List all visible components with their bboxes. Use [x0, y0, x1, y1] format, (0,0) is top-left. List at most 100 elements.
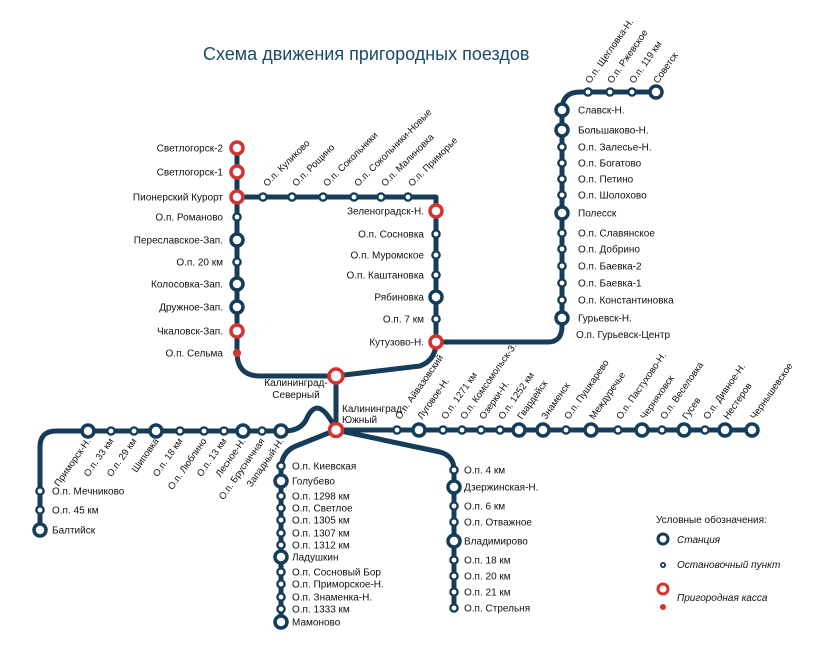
station-label-о-п-знаменка-н: О.п. Знаменка-Н.	[292, 593, 372, 604]
station-marker-о-п-муромское	[431, 250, 441, 260]
station-marker-о-п-добрино	[557, 244, 567, 254]
station-marker-о-п-29-км	[129, 426, 139, 436]
station-label-славск-н: Славск-Н.	[578, 106, 625, 117]
station-marker-полесск	[554, 205, 570, 221]
station-marker-о-п-залесье-н	[557, 142, 567, 152]
station-label-о-п-муромское: О.п. Муромское	[351, 251, 425, 262]
station-label-голубево: Голубево	[292, 476, 335, 488]
station-marker-о-п-баевка-1	[557, 278, 567, 288]
station-label-гурьевск-н: Гурьевск-Н.	[578, 314, 632, 325]
station-label-пионерский-курорт: Пионерский Курорт	[133, 193, 223, 204]
station-marker-о-п-пушкарево	[561, 425, 571, 435]
station-label-о-п-1307-км: О.п. 1307 км	[292, 529, 350, 540]
station-label-владимирово: Владимирово	[464, 537, 528, 548]
station-marker-голубево	[273, 473, 289, 489]
station-marker-знаменск	[535, 422, 551, 438]
legend: Условные обозначения: Станция Остановочн…	[656, 514, 780, 610]
station-label-чернышевское: Чернышевское	[748, 361, 795, 422]
station-marker-о-п-21-км	[449, 587, 459, 597]
station-label-о-п-залесье-н: О.п. Залесье-Н.	[578, 143, 652, 154]
station-label-о-п-романово: О.п. Романово	[155, 213, 223, 224]
station-label-ладушкин: Ладушкин	[292, 553, 338, 564]
station-marker-шиповка	[148, 423, 164, 439]
station-label-о-п-20-км: О.п. 20 км	[464, 572, 511, 583]
station-marker-светлогорск-1	[229, 164, 245, 180]
station-label-о-п-21-км: О.п. 21 км	[464, 588, 511, 599]
legend-heading: Условные обозначения:	[656, 514, 767, 526]
station-label-о-п-мечниково: О.п. Мечниково	[52, 487, 125, 498]
station-label-мамоново: Мамоново	[292, 618, 341, 629]
station-marker-о-п-18-км	[175, 426, 185, 436]
track-top-east	[234, 194, 439, 379]
station-label-о-п-сельма: О.п. Сельма	[166, 349, 224, 360]
legend-station-label: Станция	[677, 535, 721, 546]
station-label-о-п-1333-км: О.п. 1333 км	[292, 605, 350, 616]
legend-stop-dot	[661, 563, 665, 567]
station-label-о-п-6-км: О.п. 6 км	[464, 502, 505, 513]
station-marker-о-п-богатово	[557, 158, 567, 168]
station-label-о-п-баевка-1: О.п. Баевка-1	[578, 279, 642, 290]
station-label-о-п-45-км: О.п. 45 км	[52, 506, 99, 517]
map-title: Схема движения пригородных поездов	[203, 44, 529, 64]
hub-label-kaliningrad-south: Калининград-Южный	[342, 404, 405, 426]
station-marker-о-п-пастухово-н	[613, 425, 623, 435]
station-marker-приморск-н	[80, 423, 96, 439]
hub-label-kaliningrad-north: Калининград-Северный	[264, 378, 327, 401]
station-label-о-п-1298-км: О.п. 1298 км	[292, 492, 350, 503]
station-marker-мамоново	[273, 614, 289, 630]
station-label-о-п-шолохово: О.п. Шолохово	[578, 191, 647, 202]
station-marker-о-п-малиновка	[376, 192, 386, 202]
station-markers	[32, 84, 760, 630]
station-label-о-п-4-км: О.п. 4 км	[464, 466, 505, 477]
station-marker-луговое-н	[411, 422, 427, 438]
station-label-о-п-отважное: О.п. Отважное	[464, 518, 532, 529]
station-label-о-п-1312-км: О.п. 1312 км	[292, 541, 350, 552]
legend-stop-label: Остановочный пункт	[677, 560, 780, 571]
station-marker-пионерский-курорт	[229, 189, 245, 205]
station-marker-рябиновка	[428, 289, 444, 305]
station-marker-о-п-айвазовский	[392, 425, 402, 435]
station-marker-о-п-45-км	[35, 505, 45, 515]
hub-marker-kaliningrad-south	[327, 421, 345, 439]
station-marker-чернышевское	[744, 422, 760, 438]
station-marker-о-п-сокольники-новые	[349, 192, 359, 202]
station-label-полесск: Полесск	[578, 209, 617, 220]
station-marker-о-п-сосновка	[431, 229, 441, 239]
station-marker-ладушкин	[273, 549, 289, 565]
station-marker-междуречье	[583, 422, 599, 438]
station-label-балтийск: Балтийск	[52, 526, 96, 537]
station-marker-о-п-веселовка	[657, 425, 667, 435]
station-marker-владимирово	[446, 533, 462, 549]
station-marker-о-п-1252-км	[495, 425, 505, 435]
legend-ticket-symbol	[656, 582, 670, 596]
station-marker-о-п-1307-км	[276, 528, 286, 538]
station-marker-о-п-люблино	[199, 426, 209, 436]
station-marker-балтийск	[32, 522, 48, 538]
station-label-о-п-славянское: О.п. Славянское	[578, 229, 655, 240]
station-marker-о-п-петино	[557, 174, 567, 184]
station-marker-о-п-рощино	[287, 192, 297, 202]
station-label-о-п-петино: О.п. Петино	[578, 175, 634, 186]
station-marker-чкаловск-зап	[229, 323, 245, 339]
station-marker-о-п-знаменка-н	[276, 592, 286, 602]
station-marker-о-п-33-км	[106, 426, 116, 436]
station-label-дружное-зап: Дружное-Зап.	[159, 303, 223, 314]
station-marker-дружное-зап	[229, 299, 245, 315]
station-marker-светлогорск-2	[229, 140, 245, 156]
station-label-о-п-18-км: О.п. 18 км	[464, 556, 511, 567]
legend-ticket-dot	[660, 604, 666, 610]
station-marker-гусев	[676, 422, 692, 438]
station-label-приморск-н: Приморск-Н.	[52, 436, 93, 488]
station-label-дзержинская-н: Дзержинская-Н.	[464, 483, 538, 494]
station-marker-о-п-киевская	[276, 461, 286, 471]
station-marker-советск	[648, 84, 664, 100]
legend-ticket-label: Пригородная касса	[677, 593, 768, 604]
station-marker-гвардейск	[511, 422, 527, 438]
station-label-чкаловск-зап: Чкаловск-Зап.	[157, 327, 223, 338]
legend-station-symbol	[656, 532, 670, 546]
hub-marker-kaliningrad-north	[327, 367, 345, 385]
station-marker-о-п-сокольники	[318, 192, 328, 202]
station-marker-о-п-1271-км	[438, 425, 448, 435]
station-marker-о-п-дивное-н	[700, 425, 710, 435]
station-marker-о-п-6-км	[449, 501, 459, 511]
